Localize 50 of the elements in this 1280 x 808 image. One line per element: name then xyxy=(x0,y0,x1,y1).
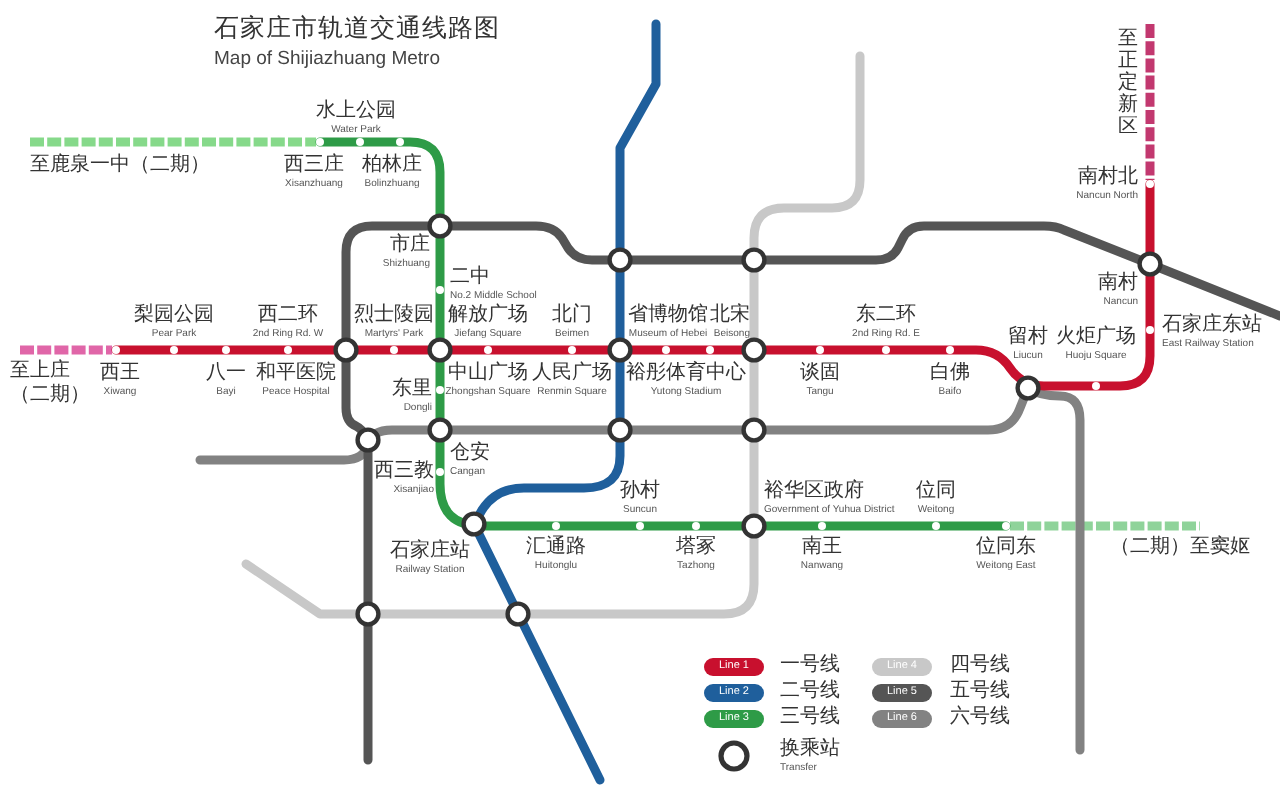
station-name: 中山广场 xyxy=(448,362,528,385)
station-name: 仓安 xyxy=(450,442,490,465)
extension-note: （二期）至窦妪 xyxy=(1110,536,1250,559)
station-name: 水上公园 xyxy=(316,100,396,123)
station-name: 石家庄站 xyxy=(390,540,470,563)
station-name: 塔冢 xyxy=(676,536,716,559)
station-name: 人民广场 xyxy=(532,362,612,385)
station-name: 解放广场 xyxy=(448,304,528,327)
station-name: 西王 xyxy=(100,362,140,385)
station-name: 南村 xyxy=(1098,272,1138,295)
station-name: 南王 xyxy=(802,536,842,559)
station-name: 西三庄 xyxy=(284,154,344,177)
station-name: 白佛 xyxy=(930,362,970,385)
legend-label: 一号线 xyxy=(780,654,840,677)
legend-label: 四号线 xyxy=(950,654,1010,677)
station-name: 位同东 xyxy=(976,536,1036,559)
station-name: 梨园公园 xyxy=(134,304,214,327)
station-name: 北门 xyxy=(552,304,592,327)
legend-label: 换乘站 xyxy=(780,738,840,761)
station-name: 八一 xyxy=(206,362,246,385)
station-name: 西三教 xyxy=(374,460,434,483)
map-subtitle: Map of Shijiazhuang Metro xyxy=(214,50,441,72)
station-name: 位同 xyxy=(916,480,956,503)
station-name: 裕彤体育中心 xyxy=(626,362,746,385)
station-name: 石家庄东站 xyxy=(1162,314,1262,337)
station-name: 谈固 xyxy=(800,362,840,385)
station-name: 留村 xyxy=(1008,326,1048,349)
legend-label: 三号线 xyxy=(780,706,840,729)
station-name: 市庄 xyxy=(390,234,430,257)
legend-label: 二号线 xyxy=(780,680,840,703)
station-name: 烈士陵园 xyxy=(354,304,434,327)
station-name: 二中 xyxy=(450,266,490,289)
station-name: 北宋 xyxy=(710,304,750,327)
station-name: 东二环 xyxy=(856,304,916,327)
station-name: 南村北 xyxy=(1078,166,1138,189)
station-name: 裕华区政府 xyxy=(764,480,864,503)
map-title: 石家庄市轨道交通线路图 xyxy=(214,12,500,46)
extension-note: 至鹿泉一中（二期） xyxy=(30,154,210,177)
legend-label: 六号线 xyxy=(950,706,1010,729)
station-name: 省博物馆 xyxy=(628,304,708,327)
station-name: 东里 xyxy=(392,378,432,401)
extension-note: 至上庄（二期） xyxy=(10,360,92,406)
station-name: 汇通路 xyxy=(526,536,586,559)
station-name: 柏林庄 xyxy=(362,154,422,177)
station-name: 和平医院 xyxy=(256,362,336,385)
legend-label: 五号线 xyxy=(950,680,1010,703)
station-name: 火炬广场 xyxy=(1056,326,1136,349)
extension-note: 至正定新区 xyxy=(1118,28,1138,138)
station-name: 孙村 xyxy=(620,480,660,503)
station-name: 西二环 xyxy=(258,304,318,327)
